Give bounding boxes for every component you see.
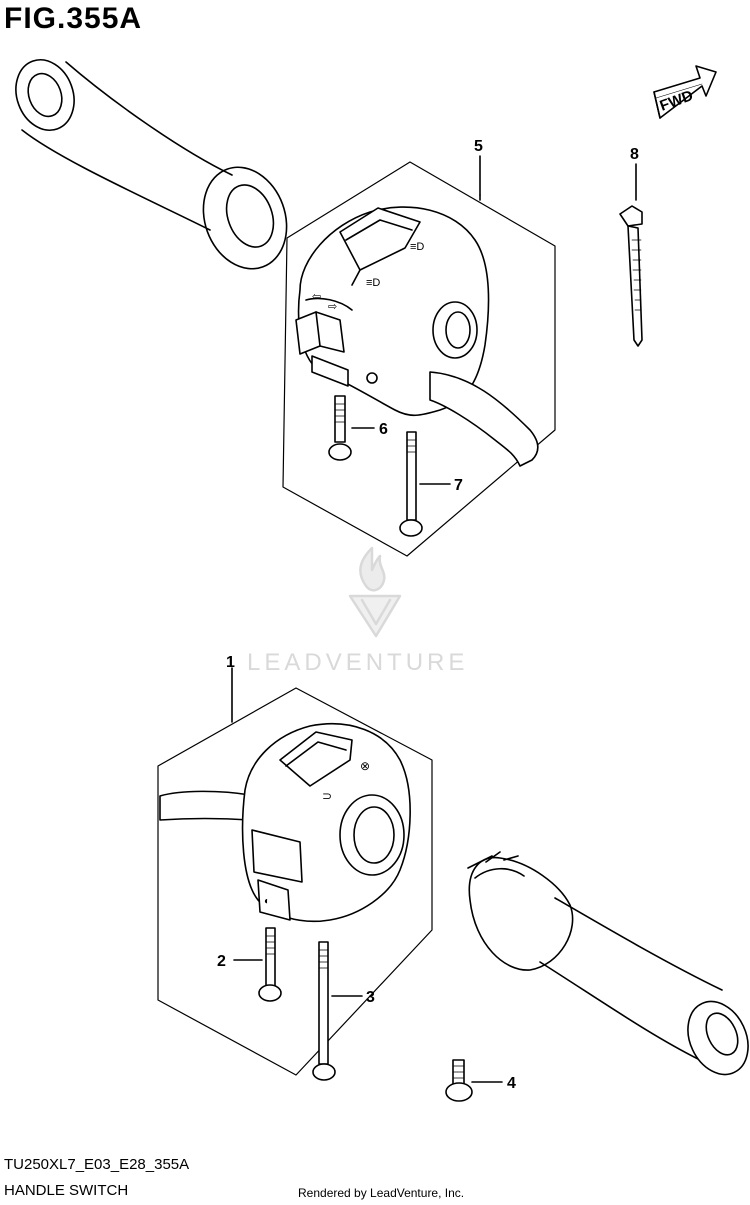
left-handle-switch-assembly: ⇦ ⇨ ≡D ≡D bbox=[295, 206, 539, 467]
screw-2 bbox=[233, 927, 282, 1002]
callout-2: 2 bbox=[217, 953, 226, 970]
right-handle-switch-assembly: ⊗ ⊃ ◐ bbox=[159, 722, 411, 923]
svg-text:≡D: ≡D bbox=[410, 241, 424, 253]
watermark-logo bbox=[348, 546, 402, 638]
screw-3 bbox=[312, 941, 363, 1081]
callout-1: 1 bbox=[226, 654, 235, 671]
callout-5: 5 bbox=[474, 138, 483, 155]
svg-text:≡D: ≡D bbox=[366, 277, 380, 289]
fwd-arrow-icon bbox=[653, 65, 717, 119]
right-handlebar-grip bbox=[467, 851, 749, 1076]
callout-labels: 5 8 6 7 1 2 3 4 bbox=[217, 138, 639, 1092]
svg-text:⇦: ⇦ bbox=[312, 291, 321, 303]
screw-6 bbox=[328, 395, 375, 461]
svg-text:⊃: ⊃ bbox=[322, 789, 332, 803]
svg-text:◐: ◐ bbox=[264, 896, 270, 907]
rendered-by-credit: Rendered by LeadVenture, Inc. bbox=[298, 1186, 465, 1200]
watermark-text: LEADVENTURE bbox=[247, 649, 468, 676]
figure-name: HANDLE SWITCH bbox=[4, 1182, 129, 1199]
left-handlebar-grip bbox=[15, 59, 288, 270]
screw-7 bbox=[399, 431, 451, 537]
figure-title: FIG.355A bbox=[4, 2, 143, 35]
callout-box-1 bbox=[157, 667, 433, 1076]
callout-6: 6 bbox=[379, 421, 388, 438]
callout-4: 4 bbox=[507, 1075, 516, 1092]
screw-4 bbox=[445, 1059, 503, 1102]
callout-7: 7 bbox=[454, 477, 463, 494]
callout-8: 8 bbox=[630, 146, 639, 163]
callout-box-5 bbox=[282, 155, 556, 557]
cable-tie-8 bbox=[619, 163, 643, 347]
svg-text:⊗: ⊗ bbox=[360, 759, 370, 773]
svg-text:⇨: ⇨ bbox=[328, 301, 337, 313]
figure-code: TU250XL7_E03_E28_355A bbox=[4, 1156, 190, 1173]
callout-3: 3 bbox=[366, 989, 375, 1006]
